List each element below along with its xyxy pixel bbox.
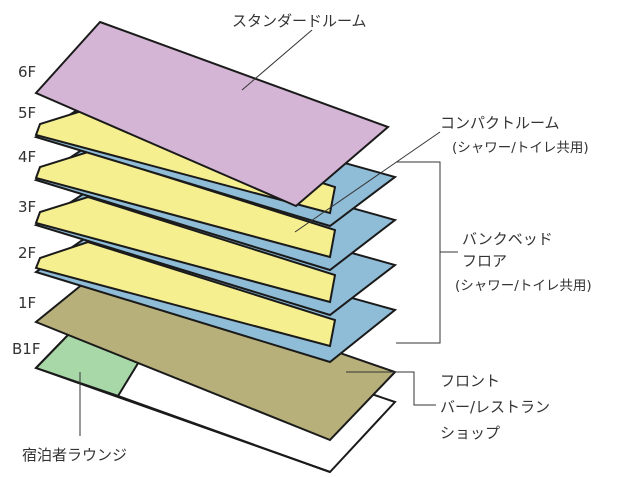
compact-room-strip-4f <box>34 150 337 259</box>
standard-room-label: スタンダードルーム <box>232 12 367 30</box>
leader-front <box>346 371 436 406</box>
floor-label-1f: 1F <box>18 294 36 312</box>
floor-label-2f: 2F <box>18 244 36 262</box>
leader-standard-room <box>241 29 313 91</box>
bunk-bed-note: (シャワー/トイレ共用) <box>455 278 592 294</box>
bunk-bed-label-line1: バンクベッド <box>462 230 553 248</box>
compact-room-label: コンパクトルーム <box>440 114 560 132</box>
floor-label-3f: 3F <box>18 198 36 216</box>
floor-label-5f: 5F <box>18 104 36 122</box>
bunk-bed-bracket <box>396 161 441 344</box>
standard-room-slab <box>34 20 390 208</box>
compact-room-note: (シャワー/トイレ共用) <box>452 140 589 156</box>
front-label-line2: バー/レストラン <box>440 398 550 416</box>
bunk-bed-label-line2: フロア <box>462 252 507 270</box>
floor-label-4f: 4F <box>18 148 36 166</box>
lounge-label: 宿泊者ラウンジ <box>22 446 127 464</box>
floor-labels: 6F 5F 4F 3F 2F 1F B1F <box>12 63 40 358</box>
front-label-line1: フロント <box>440 372 500 390</box>
leader-lines <box>79 29 458 436</box>
floor-label-6f: 6F <box>18 63 36 81</box>
floor-6f <box>34 20 390 208</box>
basement-divider <box>117 395 331 473</box>
callout-labels: スタンダードルーム コンパクトルーム (シャワー/トイレ共用) バンクベッド フ… <box>22 12 592 464</box>
front-label-line3: ショップ <box>440 424 500 442</box>
floor-label-b1f: B1F <box>12 340 40 358</box>
compact-room-strip-2f <box>34 240 337 348</box>
compact-room-strip-3f <box>34 195 337 304</box>
leader-compact-room <box>294 131 441 233</box>
